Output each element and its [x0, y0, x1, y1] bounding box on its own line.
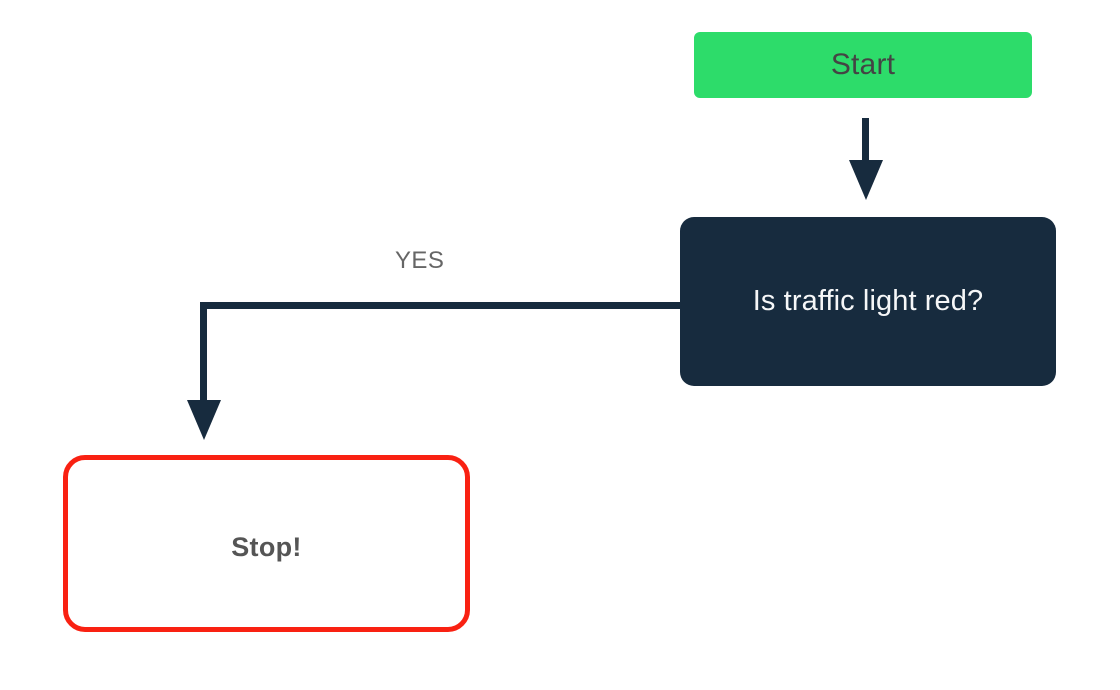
node-start[interactable]: Start: [694, 32, 1032, 98]
node-stop-label: Stop!: [231, 532, 302, 562]
edge-label-yes: YES: [395, 247, 445, 274]
node-stop[interactable]: Stop!: [63, 455, 470, 632]
edge-start-to-decision: [849, 118, 883, 200]
node-start-label: Start: [830, 48, 896, 81]
node-decision[interactable]: Is traffic light red?: [680, 217, 1056, 386]
edge-decision-to-stop: [187, 302, 680, 440]
node-decision-label: Is traffic light red?: [752, 285, 984, 317]
